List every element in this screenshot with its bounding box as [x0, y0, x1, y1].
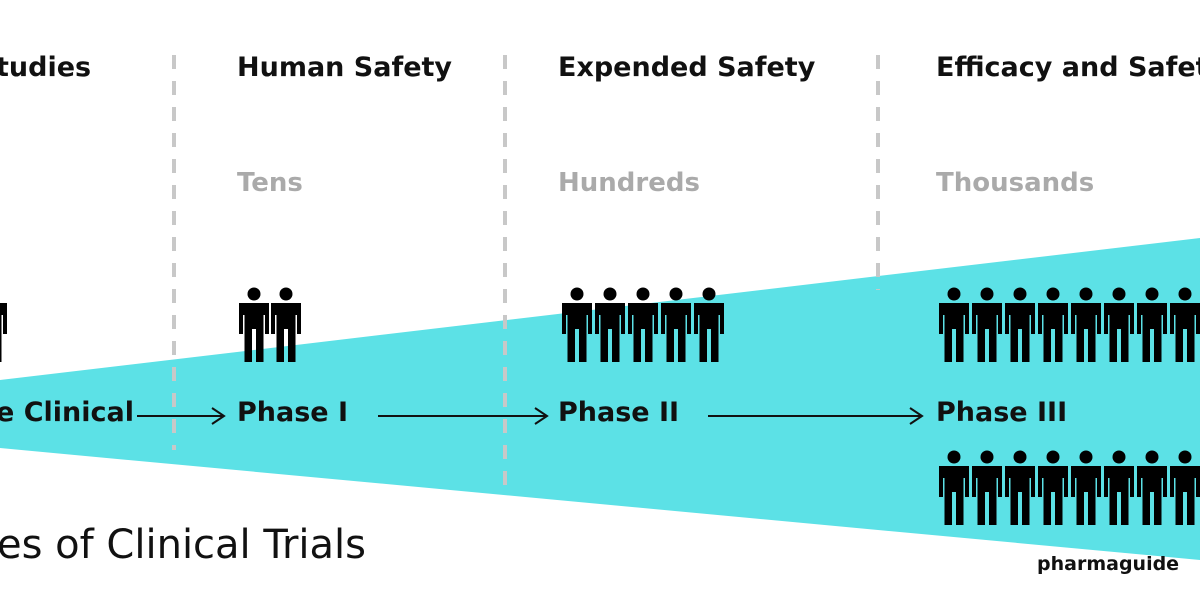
- source-credit: pharmaguide: [1037, 553, 1180, 575]
- person-icon: [1005, 450, 1035, 525]
- phase-label-phase-1: Phase I: [237, 397, 349, 428]
- phase-label-phase-3: Phase III: [936, 397, 1068, 428]
- person-icon: [239, 287, 269, 362]
- person-icon: [1071, 450, 1101, 525]
- phase-label-phase-2: Phase II: [558, 397, 680, 428]
- person-icon: [1137, 287, 1167, 362]
- person-icon: [595, 287, 625, 362]
- person-icon: [1170, 450, 1200, 525]
- column-heading-phase-3: Efficacy and Safet: [936, 52, 1200, 83]
- funnel-shape: [0, 238, 1200, 560]
- diagram-title: es of Clinical Trials: [0, 522, 366, 568]
- column-heading-preclinical: tudies: [0, 52, 92, 83]
- person-icon: [1104, 450, 1134, 525]
- person-icon: [1038, 450, 1068, 525]
- person-icon: [562, 287, 592, 362]
- arrow-right-icon: [378, 407, 549, 425]
- person-icon: [628, 287, 658, 362]
- person-icon: [1137, 450, 1167, 525]
- people-icons: [0, 287, 1200, 525]
- person-icon: [1005, 287, 1035, 362]
- participant-count-phase-3: Thousands: [936, 168, 1095, 198]
- person-icon: [1170, 287, 1200, 362]
- person-icon: [694, 287, 724, 362]
- column-heading-phase-2: Expended Safety: [558, 52, 816, 83]
- person-icon: [939, 450, 969, 525]
- person-icon: [972, 287, 1002, 362]
- person-icon: [271, 287, 301, 362]
- participant-count-phase-1: Tens: [237, 168, 303, 198]
- person-icon: [661, 287, 691, 362]
- person-icon: [972, 450, 1002, 525]
- person-icon: [1071, 287, 1101, 362]
- arrow-right-icon: [708, 407, 924, 425]
- column-heading-phase-1: Human Safety: [237, 52, 453, 83]
- arrow-right-icon: [137, 407, 226, 425]
- phase-label-preclinical: e Clinical: [0, 397, 134, 428]
- person-icon: [0, 303, 7, 362]
- person-icon: [1104, 287, 1134, 362]
- person-icon: [939, 287, 969, 362]
- person-icon: [1038, 287, 1068, 362]
- participant-count-phase-2: Hundreds: [558, 168, 700, 198]
